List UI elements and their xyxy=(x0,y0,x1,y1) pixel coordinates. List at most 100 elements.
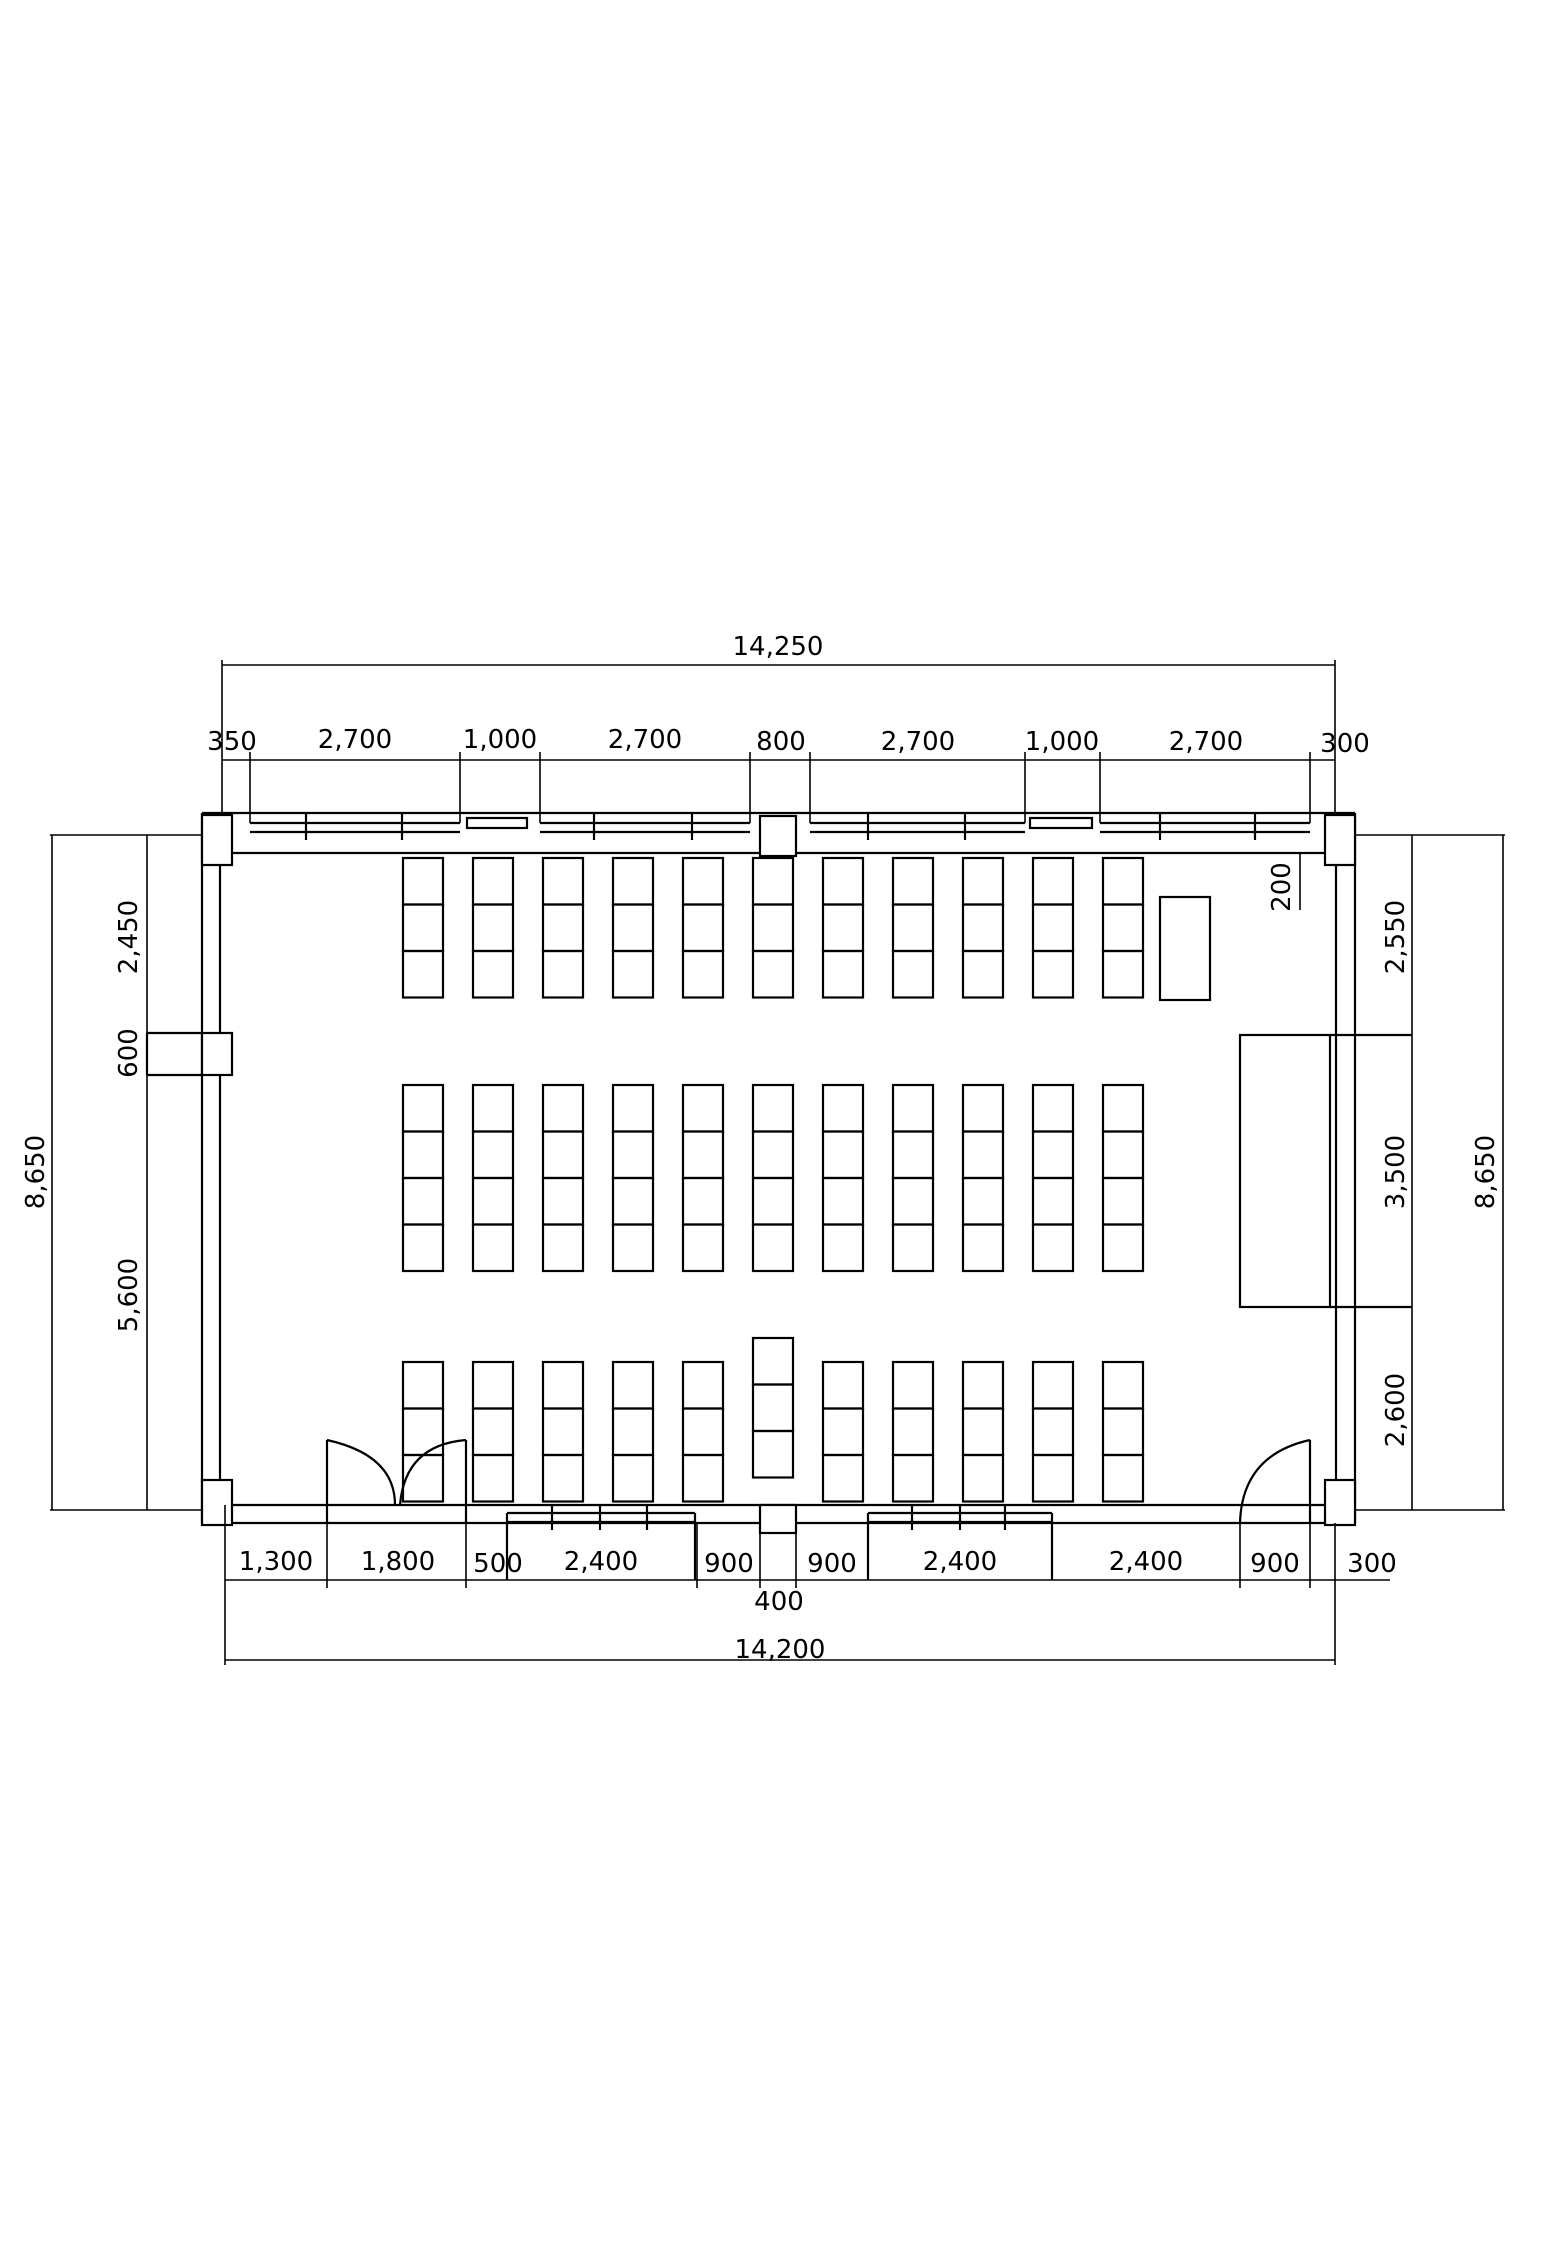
desk-back xyxy=(1031,1407,1075,1457)
desk-middle xyxy=(471,1083,515,1133)
desk-back xyxy=(961,1453,1005,1503)
desk-back xyxy=(681,1407,725,1457)
left-dim-600: 600 xyxy=(114,1028,144,1078)
left-total-label: 8,650 xyxy=(21,1135,51,1209)
desk-middle xyxy=(891,1130,935,1180)
bottom-dim-2400-c: 2,400 xyxy=(1109,1547,1183,1577)
desk-middle xyxy=(821,1176,865,1226)
desk-front xyxy=(541,856,585,906)
desk-back xyxy=(471,1360,515,1410)
desk-middle xyxy=(611,1130,655,1180)
bottom-dim-900-c: 900 xyxy=(1250,1549,1300,1579)
bottom-windows xyxy=(505,1505,1054,1580)
desk-middle xyxy=(891,1083,935,1133)
desk-back xyxy=(611,1360,655,1410)
desk-middle xyxy=(1031,1223,1075,1273)
desk-middle xyxy=(821,1223,865,1273)
desk-back xyxy=(681,1360,725,1410)
seating-area xyxy=(401,856,1145,1503)
bottom-dim-2400-b: 2,400 xyxy=(923,1547,997,1577)
dimension-lines xyxy=(50,660,1505,1665)
lectern-seat xyxy=(751,1383,795,1433)
right-total-label: 8,650 xyxy=(1471,1135,1501,1209)
desk-front xyxy=(681,856,725,906)
desk-middle xyxy=(681,1130,725,1180)
entrance-door-left xyxy=(325,1438,468,1523)
bottom-dim-300: 300 xyxy=(1347,1549,1397,1579)
blackboard-platform xyxy=(1238,1033,1412,1309)
desk-front xyxy=(401,949,445,999)
desk-middle xyxy=(891,1176,935,1226)
bottom-column-label: 400 xyxy=(754,1587,804,1617)
bottom-dim-1800: 1,800 xyxy=(361,1547,435,1577)
top-dim-2700-c: 2,700 xyxy=(881,727,955,757)
desk-middle xyxy=(751,1130,795,1180)
desk-middle xyxy=(541,1083,585,1133)
desk-back xyxy=(541,1360,585,1410)
top-dim-2700-b: 2,700 xyxy=(608,725,682,755)
desk-back xyxy=(891,1407,935,1457)
top-total-label: 14,250 xyxy=(733,632,824,662)
top-dim-350: 350 xyxy=(207,727,257,757)
desk-middle xyxy=(821,1130,865,1180)
desk-front xyxy=(961,903,1005,953)
desk-front xyxy=(401,903,445,953)
bottom-total-label: 14,200 xyxy=(735,1635,826,1665)
bottom-dim-900-a: 900 xyxy=(704,1549,754,1579)
desk-middle xyxy=(611,1176,655,1226)
desk-middle xyxy=(681,1176,725,1226)
desk-front xyxy=(611,903,655,953)
desk-back xyxy=(401,1360,445,1410)
desk-front xyxy=(891,903,935,953)
right-dim-2550: 2,550 xyxy=(1381,900,1411,974)
desk-back xyxy=(1031,1453,1075,1503)
desk-middle xyxy=(751,1223,795,1273)
desk-back xyxy=(541,1407,585,1457)
desk-front xyxy=(751,949,795,999)
desk-middle xyxy=(401,1223,445,1273)
bottom-dim-900-b: 900 xyxy=(807,1549,857,1579)
desk-back xyxy=(611,1407,655,1457)
desk-middle xyxy=(1101,1083,1145,1133)
desk-front xyxy=(471,856,515,906)
desk-front xyxy=(961,949,1005,999)
desk-back xyxy=(1101,1407,1145,1457)
desk-front xyxy=(1031,903,1075,953)
desk-middle xyxy=(961,1083,1005,1133)
desk-front xyxy=(681,949,725,999)
desk-front xyxy=(611,949,655,999)
desk-back xyxy=(821,1407,865,1457)
desk-front xyxy=(1101,903,1145,953)
desk-middle xyxy=(1031,1130,1075,1180)
desk-back xyxy=(891,1453,935,1503)
desk-back xyxy=(961,1360,1005,1410)
desk-front xyxy=(1031,949,1075,999)
desk-middle xyxy=(1101,1130,1145,1180)
top-dim-800: 800 xyxy=(756,727,806,757)
desk-back xyxy=(1101,1360,1145,1410)
desk-back xyxy=(611,1453,655,1503)
desk-back xyxy=(821,1453,865,1503)
desk-middle xyxy=(541,1223,585,1273)
right-dim-2600: 2,600 xyxy=(1381,1373,1411,1447)
desk-back xyxy=(471,1453,515,1503)
desk-middle xyxy=(1031,1083,1075,1133)
desk-front xyxy=(821,949,865,999)
dimension-labels: 14,250 350 2,700 1,000 2,700 800 2,700 1… xyxy=(21,632,1501,1665)
desk-back xyxy=(1031,1360,1075,1410)
desk-back xyxy=(961,1407,1005,1457)
desk-middle xyxy=(961,1223,1005,1273)
desk-middle xyxy=(541,1176,585,1226)
desk-middle xyxy=(1101,1176,1145,1226)
desk-front xyxy=(471,949,515,999)
entrance-door-right xyxy=(1238,1438,1312,1524)
desk-front xyxy=(1031,856,1075,906)
desk-back xyxy=(891,1360,935,1410)
desk-front xyxy=(751,856,795,906)
left-window xyxy=(145,1031,202,1077)
desk-front xyxy=(961,856,1005,906)
desk-middle xyxy=(1031,1176,1075,1226)
desk-middle xyxy=(611,1083,655,1133)
desk-front xyxy=(611,856,655,906)
desk-front xyxy=(891,949,935,999)
